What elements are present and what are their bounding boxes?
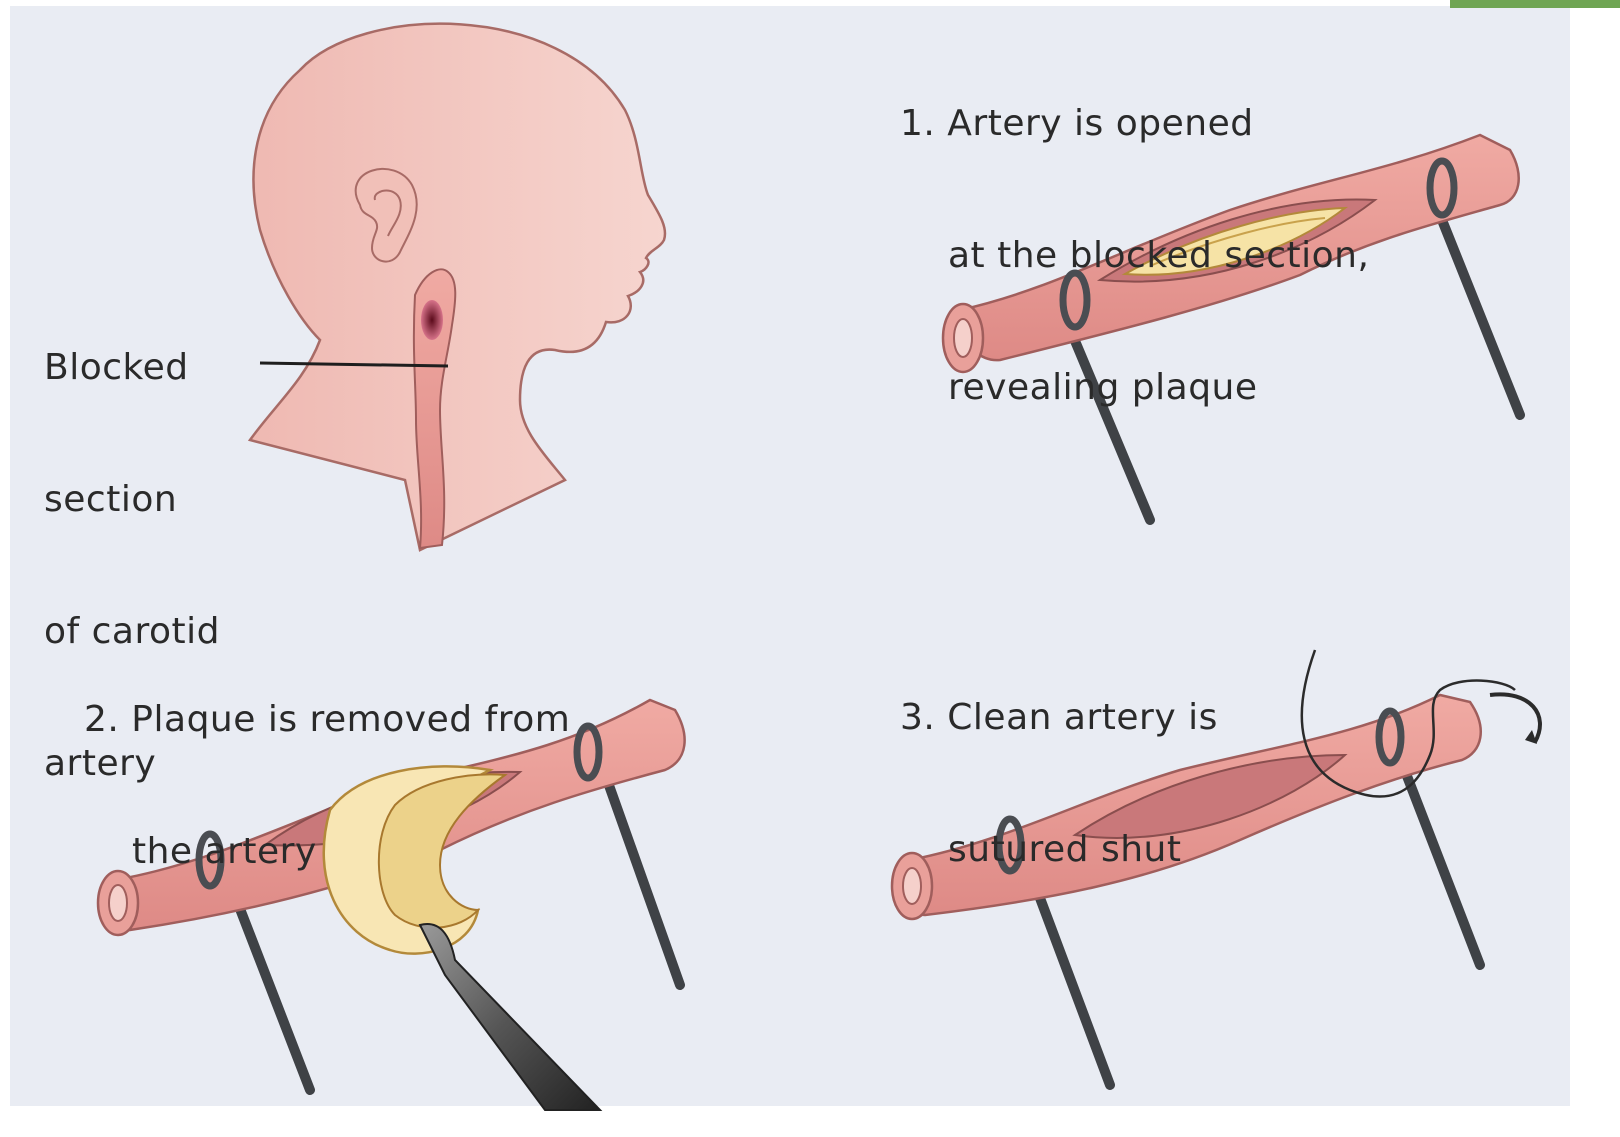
caption-line: at the blocked section,: [900, 234, 1369, 278]
artery-clamp: [1430, 190, 1520, 415]
caption-line: sutured shut: [900, 828, 1218, 872]
caption-line: 2. Plaque is removed from: [84, 698, 570, 742]
label-line: section: [44, 478, 220, 522]
head-silhouette: [250, 24, 665, 550]
caption-line: revealing plaque: [900, 366, 1369, 410]
artery-clamp: [600, 760, 680, 985]
blockage-spot: [421, 300, 443, 340]
caption-line: the artery: [84, 830, 570, 874]
step1-caption: 1. Artery is opened at the blocked secti…: [900, 14, 1369, 498]
caption-line: 1. Artery is opened: [900, 102, 1369, 146]
caption-line: 3. Clean artery is: [900, 696, 1218, 740]
step2-caption: 2. Plaque is removed from the artery: [84, 610, 570, 962]
artery-clamp: [1395, 745, 1480, 965]
step3-caption: 3. Clean artery is sutured shut: [900, 608, 1218, 960]
label-line: Blocked: [44, 346, 220, 390]
head-profile: [250, 24, 665, 550]
